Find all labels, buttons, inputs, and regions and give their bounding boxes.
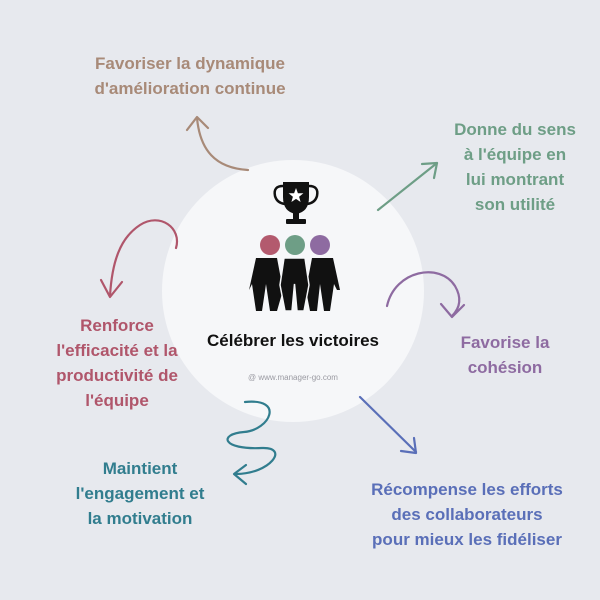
benefit-line: l'équipe [85, 391, 149, 410]
benefit-line: Favorise la [460, 333, 550, 352]
benefit-efficacite: Renforce l'efficacité et la productivité… [22, 313, 212, 413]
team-group-icon [249, 235, 340, 312]
benefit-line: la motivation [87, 509, 193, 528]
benefit-line: l'engagement et [75, 484, 205, 503]
benefit-line: d'amélioration continue [94, 79, 286, 98]
arrow-recompense [358, 395, 418, 455]
benefit-line: cohésion [467, 358, 543, 377]
benefit-line: productivité de [56, 366, 178, 385]
benefit-recompense: Récompense les efforts des collaborateur… [352, 477, 582, 552]
arrow-efficacite [99, 219, 179, 299]
benefit-line: Maintient [102, 459, 178, 478]
benefit-line: pour mieux les fidéliser [372, 530, 562, 549]
benefit-line: Renforce [80, 316, 154, 335]
benefit-cohesion: Favorise la cohésion [440, 330, 570, 380]
arrow-cohesion [385, 271, 466, 319]
benefit-line: des collaborateurs [391, 505, 543, 524]
center-title: Célébrer les victoires [207, 331, 379, 350]
benefit-line: Récompense les efforts [371, 480, 563, 499]
benefit-sens: Donne du sens à l'équipe en lui montrant… [440, 117, 590, 217]
watermark-text: @ www.manager-go.com [248, 373, 338, 382]
benefit-line: à l'équipe en [463, 145, 567, 164]
benefit-line: lui montrant [465, 170, 565, 189]
arrow-engagement [226, 400, 277, 486]
arrow-sens [376, 161, 439, 212]
benefit-line: Favoriser la dynamique [95, 54, 285, 73]
arrow-dynamique [185, 115, 250, 172]
trophy-star-icon [273, 182, 319, 224]
benefit-line: son utilité [474, 195, 556, 214]
benefit-line: Donne du sens [454, 120, 576, 139]
benefit-dynamique: Favoriser la dynamique d'amélioration co… [60, 51, 320, 101]
benefit-line: l'efficacité et la [56, 341, 178, 360]
benefit-engagement: Maintient l'engagement et la motivation [50, 456, 230, 531]
